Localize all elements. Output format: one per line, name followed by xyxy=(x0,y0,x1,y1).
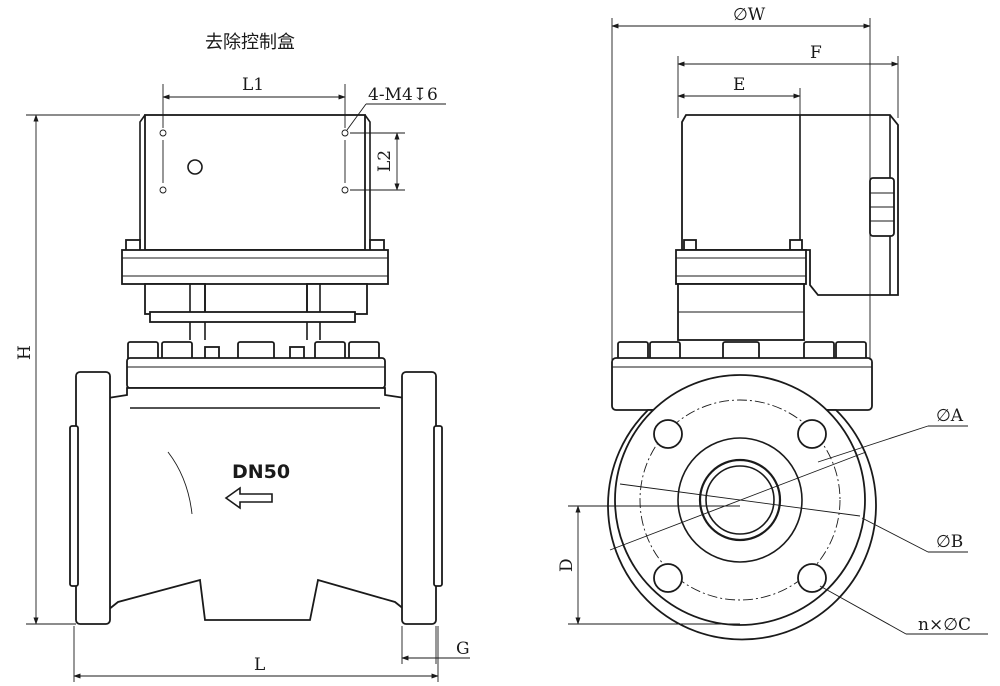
bolt-hole-icon xyxy=(797,563,827,593)
side-upper-flange xyxy=(675,249,807,285)
bolt-circle xyxy=(639,399,841,601)
bolt-hole-icon xyxy=(797,419,827,449)
bolt-hole-icon xyxy=(653,563,683,593)
dim-label-H: H xyxy=(15,345,35,360)
dimension-F: F xyxy=(677,43,899,118)
side-view: ∅W F E D ∅A xyxy=(557,5,988,641)
mount-hole-icon xyxy=(341,186,349,194)
dimension-L1: L1 xyxy=(162,75,346,128)
dim-label-B: ∅B xyxy=(936,532,963,552)
mount-hole-icon xyxy=(159,186,167,194)
mount-hole-icon xyxy=(341,129,349,137)
dim-label-holes: 4-M4↧6 xyxy=(368,85,438,105)
model-label: DN50 xyxy=(232,461,290,483)
dim-label-E: E xyxy=(733,75,745,95)
leader-holes: 4-M4↧6 xyxy=(346,85,446,131)
mount-hole-icon xyxy=(159,129,167,137)
dim-label-W: ∅W xyxy=(733,5,766,25)
dim-label-A: ∅A xyxy=(936,406,964,426)
dimension-E: E xyxy=(677,75,801,118)
dim-label-L: L xyxy=(254,655,265,675)
dimension-W: ∅W xyxy=(611,5,871,360)
bonnet-neck xyxy=(144,283,368,340)
right-flange xyxy=(401,371,437,625)
dim-label-L1: L1 xyxy=(242,75,264,95)
flow-arrow-icon xyxy=(224,486,273,510)
dimension-D: D xyxy=(557,505,740,625)
dimension-L: L xyxy=(73,626,439,682)
front-view: 去除控制盒 xyxy=(15,32,470,682)
dimension-L2: L2 xyxy=(350,132,405,191)
bonnet-base xyxy=(126,357,386,389)
flange-face xyxy=(607,374,877,641)
side-bonnet-bolts xyxy=(617,341,867,361)
dim-label-L2: L2 xyxy=(375,150,395,172)
mounting-plate xyxy=(139,114,371,251)
upper-flange xyxy=(121,249,389,285)
dim-label-G: G xyxy=(456,639,470,659)
leader-C: n×∅C xyxy=(819,585,988,635)
leader-B: ∅B xyxy=(861,517,968,553)
valve-body xyxy=(107,387,406,621)
leader-A: ∅A xyxy=(817,406,968,463)
dim-label-D: D xyxy=(557,558,577,572)
caption-text: 去除控制盒 xyxy=(205,32,295,53)
dimension-H: H xyxy=(15,114,140,625)
left-flange xyxy=(75,371,111,625)
dimension-G: G xyxy=(401,626,470,664)
dim-label-F: F xyxy=(810,43,822,63)
cable-hole-icon xyxy=(187,159,203,175)
bolt-hole-icon xyxy=(653,419,683,449)
dim-label-C: n×∅C xyxy=(918,615,971,635)
